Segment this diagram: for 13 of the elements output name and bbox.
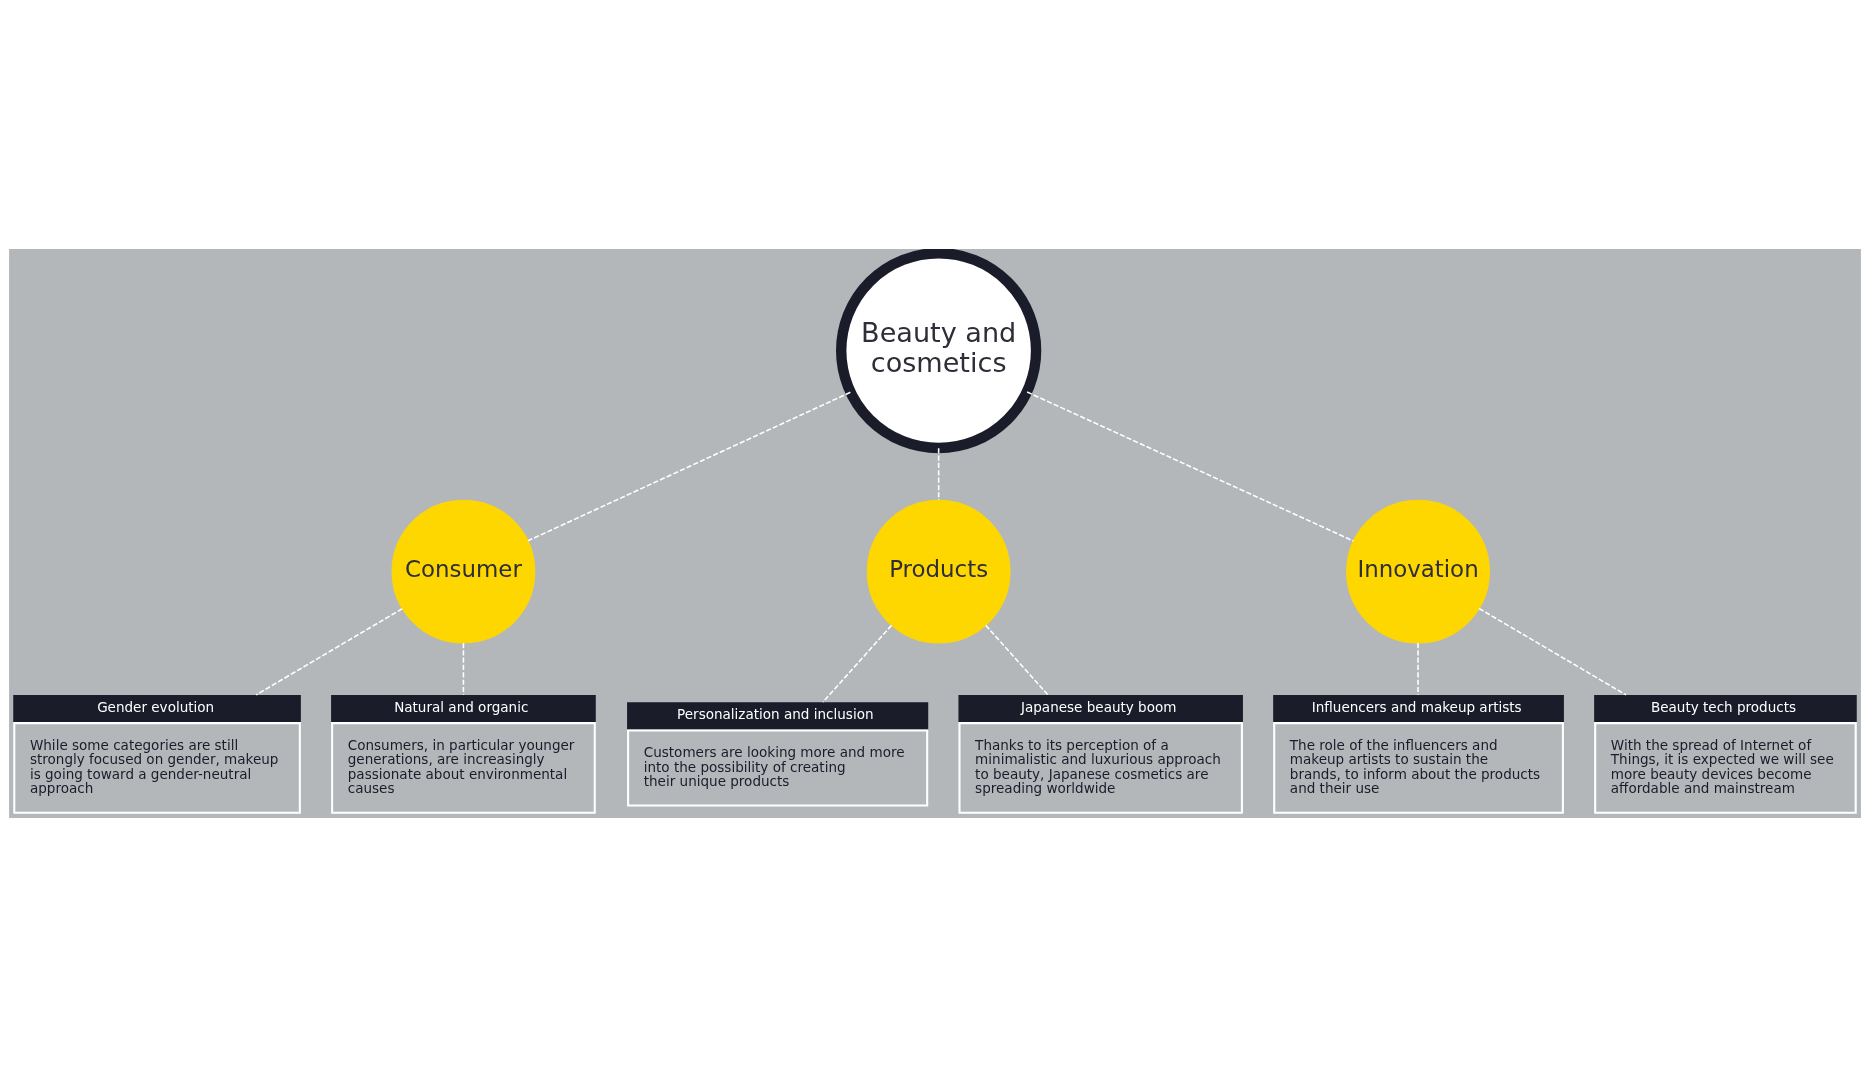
node-circle: Innovation: [1346, 499, 1490, 644]
connector: [985, 624, 1049, 696]
connector: [1417, 642, 1419, 696]
node-circle: Consumer: [391, 499, 536, 644]
connector: [1478, 607, 1627, 696]
connector: [462, 642, 465, 696]
node-circle: Products: [866, 499, 1011, 644]
connector: [937, 447, 940, 501]
connector: [527, 391, 852, 542]
connector: [255, 607, 403, 696]
node-circle: Beauty and cosmetics: [836, 249, 1042, 454]
connector: [1026, 391, 1355, 542]
connector: [822, 624, 893, 703]
